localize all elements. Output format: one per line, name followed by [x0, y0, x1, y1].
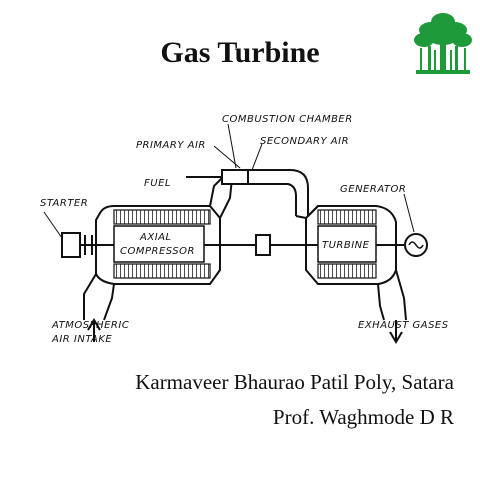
label-axial: AXIAL [139, 232, 172, 243]
page-title: Gas Turbine [160, 36, 320, 69]
exhaust-arrow [389, 320, 403, 344]
label-air-intake: AIR INTAKE [51, 334, 112, 345]
primary-air-pointer [213, 145, 241, 169]
label-generator: GENERATOR [340, 184, 406, 195]
label-exhaust-gases: EXHAUST GASES [358, 320, 449, 331]
banyan-tree-logo-icon [414, 13, 472, 74]
institute-name: Karmaveer Bhaurao Patil Poly, Satara [135, 370, 454, 394]
gas-turbine-diagram: COMBUSTION CHAMBER PRIMARY AIR SECONDARY… [40, 114, 449, 345]
air-intake-arrow [87, 318, 101, 342]
compressor-casing [95, 205, 221, 285]
professor-name: Prof. Waghmode D R [272, 405, 454, 429]
combustion-chamber-pointer [227, 123, 237, 169]
exhaust-duct [377, 269, 407, 321]
label-compressor: COMPRESSOR [120, 246, 195, 257]
coupling [255, 234, 271, 256]
label-primary-air: PRIMARY AIR [136, 140, 206, 151]
label-combustion-chamber: COMBUSTION CHAMBER [222, 114, 353, 125]
secondary-air-pointer [251, 143, 263, 171]
label-fuel: FUEL [144, 178, 171, 189]
label-secondary-air: SECONDARY AIR [260, 136, 349, 147]
label-starter: STARTER [40, 198, 88, 209]
combustion-chamber [221, 169, 249, 185]
label-turbine: TURBINE [322, 240, 370, 251]
starter-box [61, 232, 81, 258]
label-atmospheric: ATMOSPHERIC [51, 320, 129, 331]
intake-duct [83, 273, 115, 321]
